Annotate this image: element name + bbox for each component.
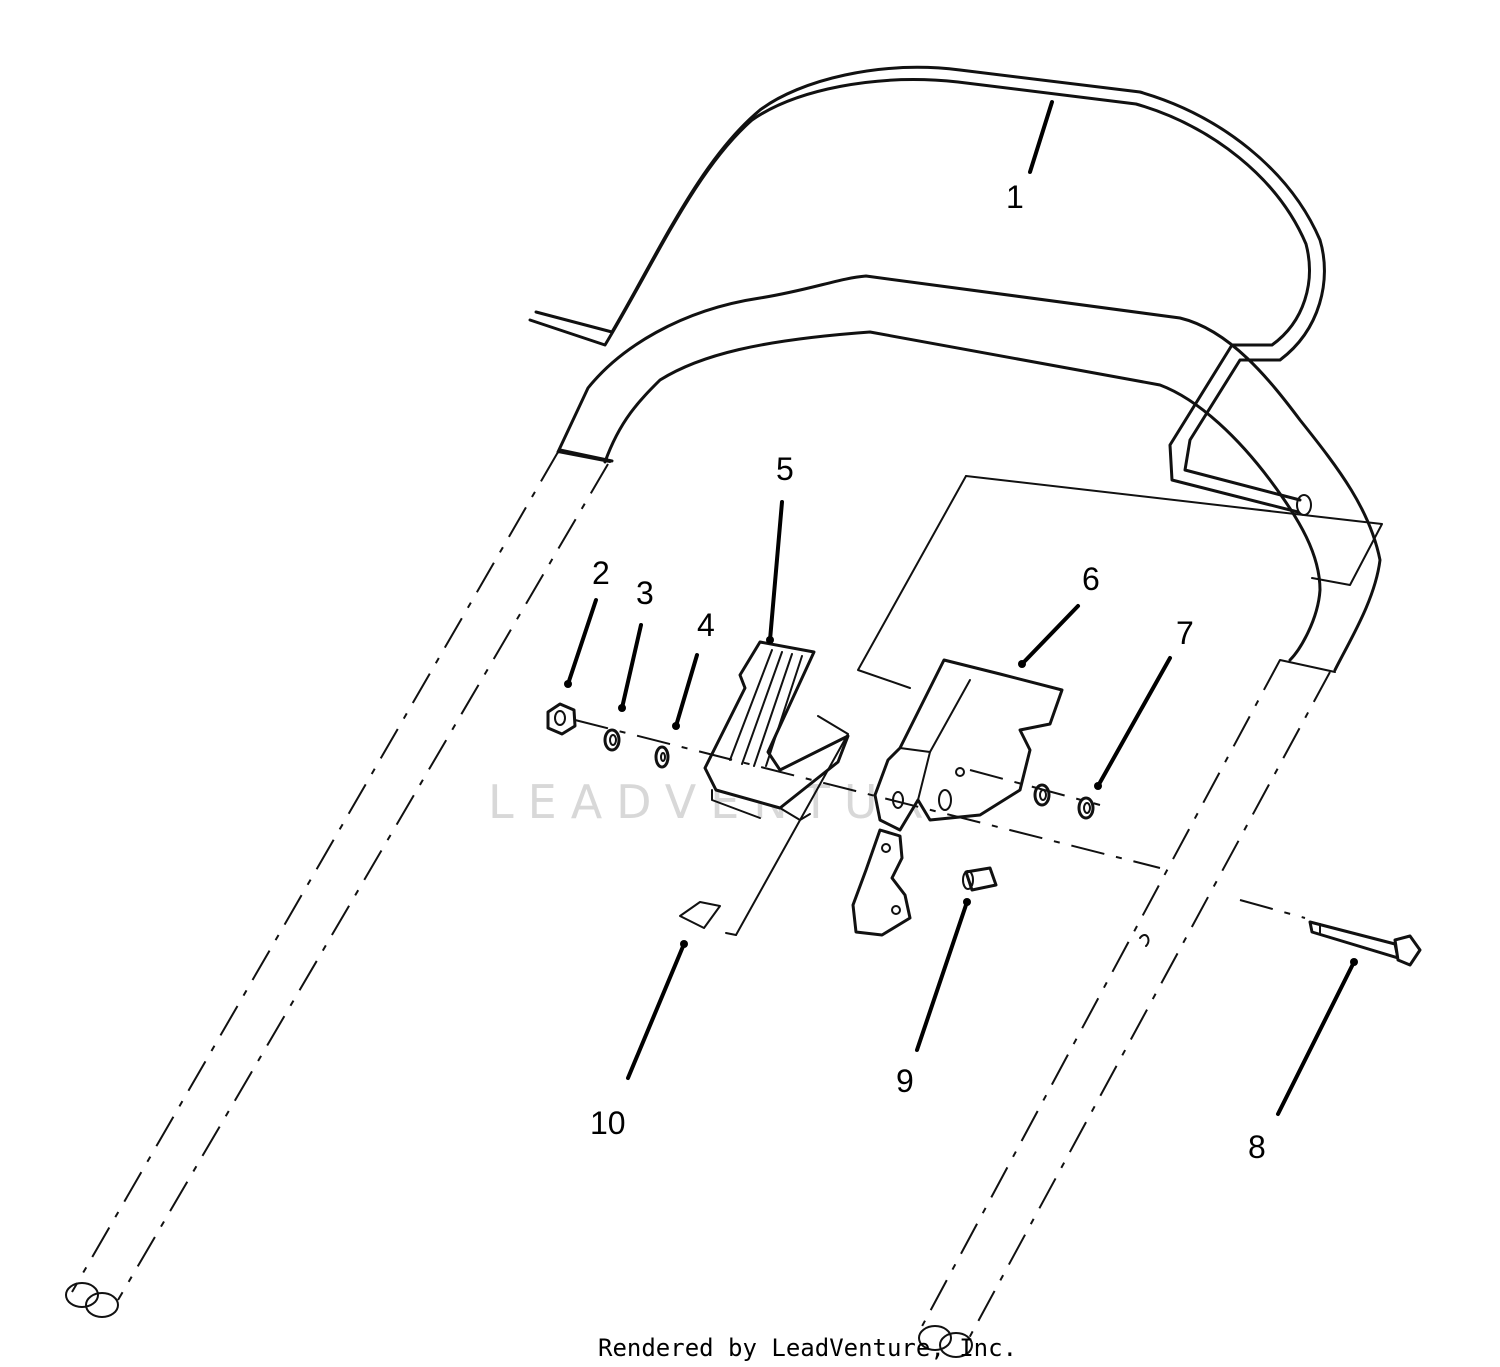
hex-nut: [546, 702, 577, 736]
lower-handle-left: [65, 451, 609, 1318]
control-bracket: [873, 658, 1064, 832]
callout-5: 5: [776, 451, 794, 487]
flat-washer: [654, 745, 670, 769]
leader-lines: [564, 100, 1358, 1116]
pad: [679, 901, 721, 929]
lock-washer: [603, 728, 621, 752]
lower-handle-right: [918, 659, 1331, 1358]
assembly-axis: [574, 719, 1306, 919]
bail-lever: [703, 640, 850, 936]
bail-bar: [528, 65, 1326, 516]
callout-9: 9: [896, 1063, 914, 1099]
upper-handle: [556, 274, 1382, 673]
callout-1: 1: [1006, 179, 1024, 215]
callout-10: 10: [590, 1105, 626, 1141]
callout-2: 2: [592, 555, 610, 591]
callout-6: 6: [1082, 561, 1100, 597]
washers-right: [1033, 783, 1095, 820]
spacer-bushing: [962, 866, 998, 892]
cam-link: [851, 828, 912, 937]
callout-4: 4: [697, 607, 715, 643]
shoulder-bolt: [1308, 920, 1422, 967]
bracket-frame: [857, 475, 1383, 689]
callout-8: 8: [1248, 1129, 1266, 1165]
footer-credit: Rendered by LeadVenture, Inc.: [598, 1334, 1017, 1362]
callout-7: 7: [1176, 615, 1194, 651]
callout-3: 3: [636, 575, 654, 611]
